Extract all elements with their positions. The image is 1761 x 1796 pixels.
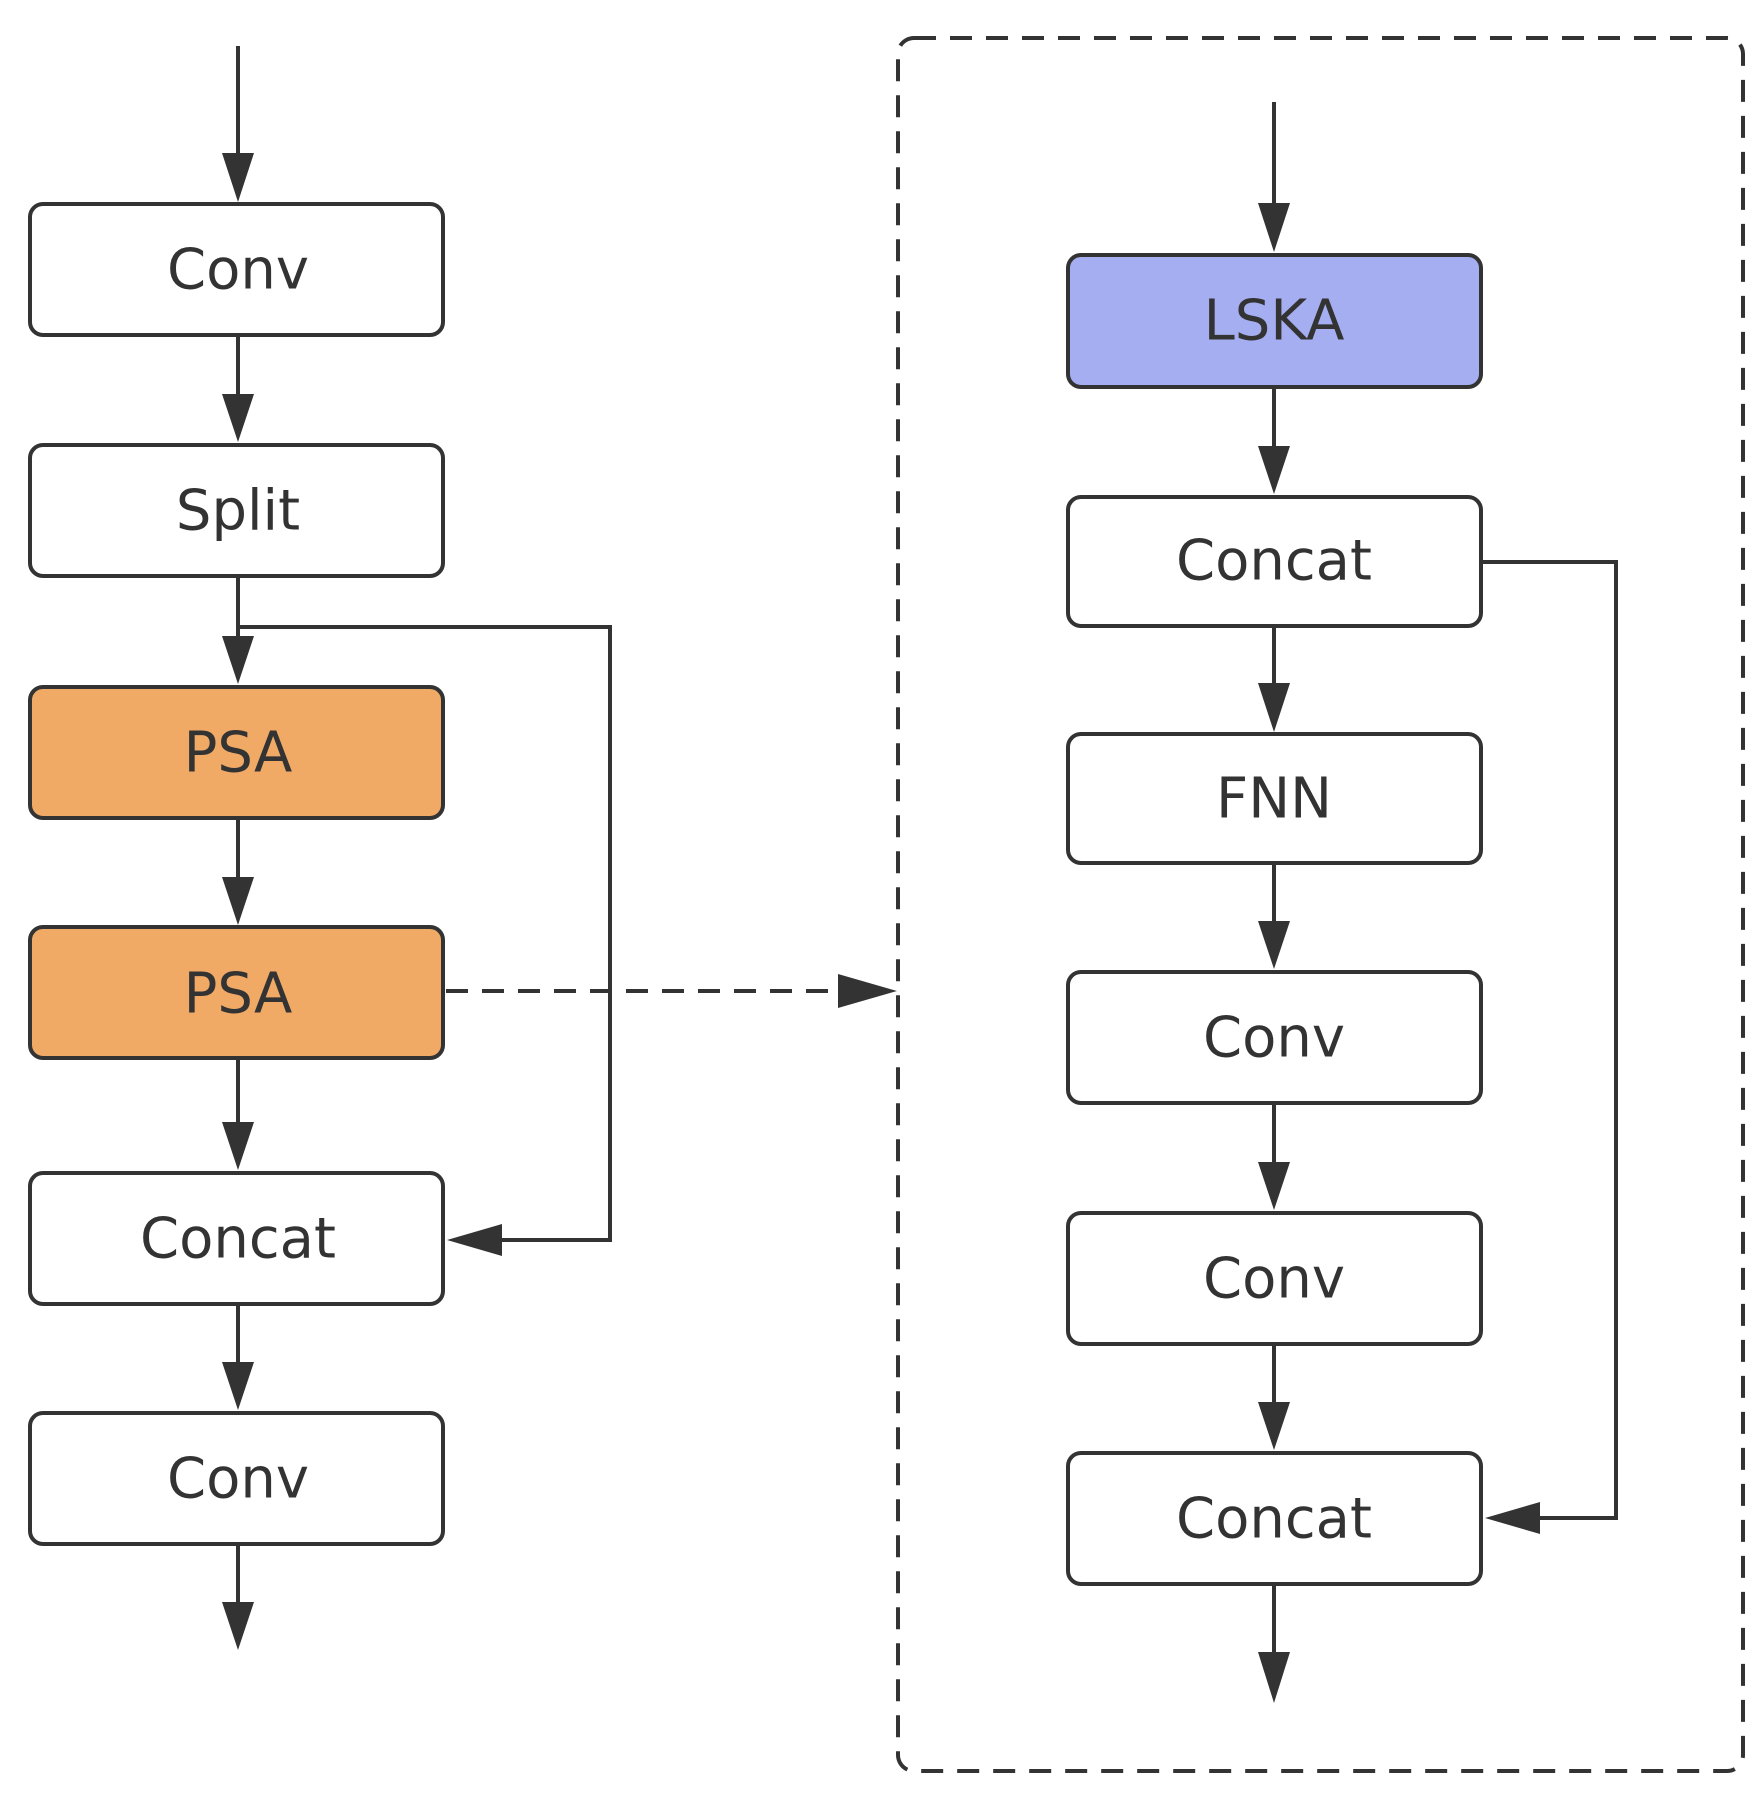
node-label: Concat — [1176, 1487, 1372, 1552]
node-label: FNN — [1216, 767, 1332, 832]
node-label: PSA — [184, 721, 293, 786]
arrowhead-icon — [222, 877, 254, 925]
node-conv-3: Conv — [1066, 970, 1483, 1105]
node-box — [28, 925, 445, 1060]
node-label: Concat — [1176, 529, 1372, 594]
node-concat-3: Concat — [1066, 1451, 1483, 1586]
node-label: PSA — [184, 962, 293, 1027]
arrowhead-icon — [222, 1122, 254, 1170]
arrowhead-icon — [222, 1362, 254, 1410]
arrowhead-icon — [838, 974, 897, 1008]
node-box — [1066, 1211, 1483, 1346]
psa-detail-container — [896, 36, 1745, 1773]
arrowhead-icon — [1258, 1402, 1290, 1450]
arrowhead-icon — [222, 153, 254, 202]
node-box — [1066, 495, 1483, 628]
node-box — [28, 685, 445, 820]
node-label: Conv — [167, 1447, 309, 1512]
arrowhead-icon — [1258, 1162, 1290, 1210]
node-fnn: FNN — [1066, 732, 1483, 865]
node-label: Conv — [1203, 1247, 1345, 1312]
right-edges — [1258, 102, 1618, 1703]
node-box — [1066, 1451, 1483, 1586]
arrowhead-icon — [222, 394, 254, 442]
node-box — [28, 1411, 445, 1546]
node-box — [28, 202, 445, 337]
node-lska: LSKA — [1066, 253, 1483, 389]
left-column: Conv Split PSA PSA Concat Conv — [28, 202, 445, 1546]
edge-skip-split-concat1 — [238, 625, 612, 1242]
arrowhead-icon — [447, 1224, 502, 1256]
node-box — [1066, 253, 1483, 389]
node-label: Split — [176, 479, 300, 544]
left-edges — [222, 46, 897, 1650]
arrowhead-icon — [1258, 203, 1290, 252]
node-psa-2: PSA — [28, 925, 445, 1060]
node-conv-4: Conv — [1066, 1211, 1483, 1346]
node-conv-output: Conv — [28, 1411, 445, 1546]
node-conv-input: Conv — [28, 202, 445, 337]
node-box — [1066, 732, 1483, 865]
arrowhead-icon — [1258, 683, 1290, 732]
node-box — [1066, 970, 1483, 1105]
arrowhead-icon — [1258, 446, 1290, 494]
node-psa-1: PSA — [28, 685, 445, 820]
node-label: Conv — [1203, 1006, 1345, 1071]
node-label: LSKA — [1204, 289, 1345, 354]
node-box — [28, 1171, 445, 1306]
arrowhead-icon — [1258, 1652, 1290, 1703]
node-box — [28, 443, 445, 578]
edge-skip-concat2-concat3 — [1483, 560, 1618, 1520]
arrowhead-icon — [222, 636, 254, 684]
node-concat-2: Concat — [1066, 495, 1483, 628]
arrowhead-icon — [222, 1602, 254, 1650]
node-label: Conv — [167, 238, 309, 303]
node-concat-1: Concat — [28, 1171, 445, 1306]
right-column: LSKA Concat FNN Conv Conv Concat — [1066, 253, 1483, 1586]
node-split: Split — [28, 443, 445, 578]
arrowhead-icon — [1485, 1502, 1540, 1534]
node-label: Concat — [140, 1207, 336, 1272]
arrowhead-icon — [1258, 921, 1290, 969]
